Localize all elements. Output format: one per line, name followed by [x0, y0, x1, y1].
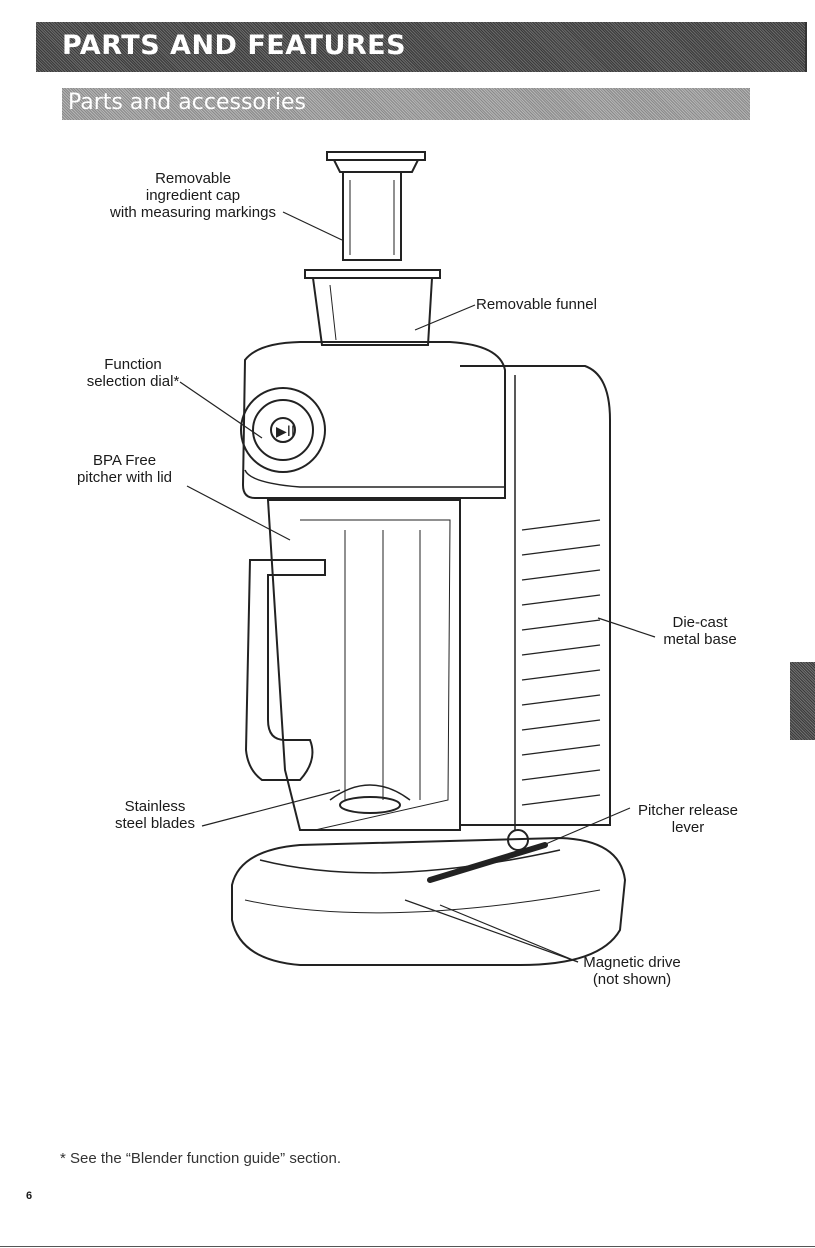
bottom-rule	[0, 1246, 815, 1247]
funnel-drawing	[305, 270, 440, 345]
base-vents	[522, 520, 600, 805]
label-metal-base: Die-cast metal base	[650, 614, 750, 648]
label-function-dial: Function selection dial*	[72, 356, 194, 390]
pedestal-drawing	[232, 830, 625, 965]
leader-lines	[180, 212, 655, 962]
svg-text:▶II: ▶II	[276, 424, 295, 440]
footnote: * See the “Blender function guide” secti…	[60, 1150, 341, 1167]
label-pitcher: BPA Free pitcher with lid	[62, 452, 187, 486]
label-funnel: Removable funnel	[476, 296, 597, 313]
pitcher-drawing	[246, 500, 460, 830]
label-magnetic-drive: Magnetic drive (not shown)	[572, 954, 692, 988]
ingredient-cap-drawing	[327, 152, 425, 260]
base-drawing	[460, 366, 610, 830]
label-blades: Stainless steel blades	[100, 798, 210, 832]
page-number: 6	[26, 1190, 32, 1202]
label-release-lever: Pitcher release lever	[628, 802, 748, 836]
label-ingredient-cap: Removable ingredient cap with measuring …	[98, 170, 288, 221]
